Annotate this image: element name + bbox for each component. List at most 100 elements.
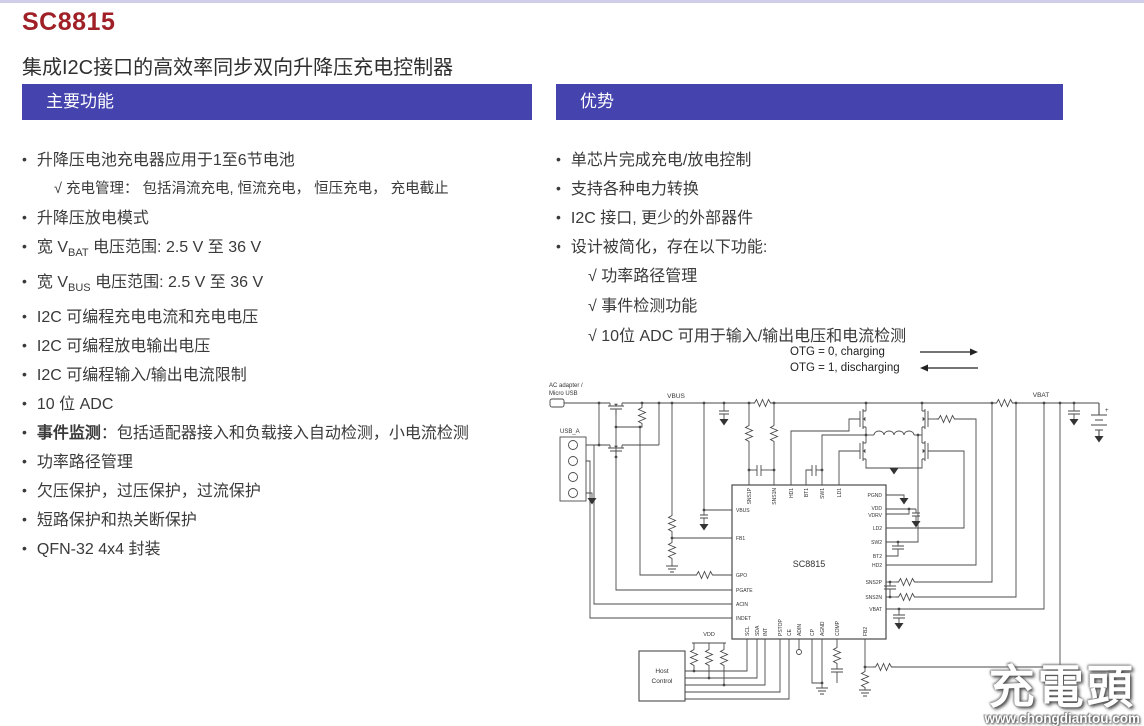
junction-dot bbox=[597, 443, 601, 447]
capacitor bbox=[700, 514, 708, 519]
resistor bbox=[860, 669, 870, 690]
feature-item: •升降压放电模式 bbox=[22, 204, 532, 233]
wire bbox=[886, 418, 977, 566]
ground-symbol bbox=[816, 687, 828, 695]
feature-item-text: I2C 可编程充电电流和充电电压 bbox=[36, 309, 259, 327]
ground-arrow bbox=[899, 498, 909, 505]
junction-dot bbox=[920, 401, 924, 405]
junction-dot bbox=[657, 401, 661, 405]
feature-item-text: 短路保护和热关断保护 bbox=[36, 512, 197, 530]
wire bbox=[586, 460, 732, 619]
bullet-icon: • bbox=[22, 482, 27, 499]
mosfet bbox=[863, 416, 866, 422]
usb-a-connector bbox=[559, 436, 587, 502]
junction-dot bbox=[1042, 401, 1046, 405]
features-panel: 主要功能 •升降压电池充电器应用于1至6节电池√ 充电管理： 包括涓流充电, 恒… bbox=[22, 84, 532, 564]
ground-symbol bbox=[666, 565, 678, 573]
pin-label: VBUS bbox=[736, 508, 750, 514]
arrow-left-icon bbox=[920, 364, 978, 372]
test-point bbox=[796, 649, 802, 655]
resistor bbox=[704, 647, 714, 668]
wire bbox=[685, 639, 748, 672]
wire bbox=[886, 450, 965, 529]
feature-item-text: I2C 可编程输入/输出电流限制 bbox=[36, 367, 247, 385]
junction-dot bbox=[820, 681, 824, 685]
wire bbox=[865, 463, 923, 469]
bullet-icon: • bbox=[22, 151, 27, 167]
feature-item-text: 宽 VBAT 电压范围: 2.5 V 至 36 V bbox=[36, 239, 262, 260]
wire bbox=[805, 469, 812, 485]
junction-dot bbox=[907, 507, 911, 511]
chip-outline bbox=[731, 484, 887, 640]
junction-dot bbox=[692, 669, 696, 673]
pin-label: PGATE bbox=[736, 588, 753, 594]
capacitor bbox=[1068, 410, 1080, 415]
junction-dot bbox=[864, 401, 868, 405]
feature-item: • 事件监测：包括适配器接入和负载接入自动检测，小电流检测 bbox=[22, 419, 532, 448]
junction-dot bbox=[896, 540, 900, 544]
junction-dot bbox=[702, 508, 706, 512]
chip-name-label: SC8815 bbox=[793, 559, 826, 569]
wire bbox=[685, 639, 790, 700]
junction-dot bbox=[916, 433, 920, 437]
wire bbox=[811, 639, 822, 684]
advantage-item-text: 支持各种电力转换 bbox=[570, 181, 699, 198]
mosfet bbox=[863, 448, 866, 454]
pin-label: INT bbox=[763, 628, 769, 636]
wire bbox=[639, 427, 694, 576]
junction-dot bbox=[772, 468, 776, 472]
wire bbox=[685, 639, 781, 693]
feature-item-text: 升降压电池充电器应用于1至6节电池 bbox=[36, 152, 295, 169]
features-header-bar: 主要功能 bbox=[22, 84, 532, 120]
advantages-panel: 优势 •单芯片完成充电/放电控制•支持各种电力转换•I2C 接口, 更少的外部器… bbox=[556, 84, 1063, 352]
usb-pin bbox=[568, 488, 578, 498]
battery bbox=[1091, 403, 1107, 436]
pin-label: LD2 bbox=[873, 526, 882, 532]
wire bbox=[685, 639, 758, 679]
pin-label: ACIN bbox=[736, 602, 748, 608]
pin-label: VDD bbox=[871, 506, 882, 512]
feature-item-text: 功率路径管理 bbox=[36, 454, 133, 472]
capacitor bbox=[893, 614, 905, 619]
junction-dot bbox=[707, 676, 711, 680]
junction-dot bbox=[614, 425, 618, 429]
advantage-item: •支持各种电力转换 bbox=[556, 175, 1063, 204]
advantages-list: •单芯片完成充电/放电控制•支持各种电力转换•I2C 接口, 更少的外部器件•设… bbox=[556, 146, 1063, 352]
mosfet bbox=[921, 407, 929, 431]
capacitor bbox=[892, 545, 904, 550]
wire bbox=[593, 445, 732, 605]
watermark-logo: 充電頭 bbox=[988, 660, 1136, 713]
pin-label: HD2 bbox=[872, 563, 882, 569]
wire bbox=[886, 403, 1045, 610]
mosfet bbox=[922, 416, 925, 422]
adapter-plug-icon bbox=[549, 398, 565, 408]
pin-label: SNS1P bbox=[747, 487, 753, 504]
pin-label: PGND bbox=[868, 493, 883, 499]
feature-item-text: 升降压放电模式 bbox=[36, 210, 149, 227]
battery-plus-label: + bbox=[1105, 408, 1109, 414]
bullet-icon: • bbox=[22, 424, 27, 441]
mosfet bbox=[614, 445, 618, 448]
ac-adapter-label: Micro USB bbox=[549, 391, 578, 397]
host-control-label: Host bbox=[655, 668, 669, 675]
usb-a-label: USB_A bbox=[560, 429, 580, 435]
pin-label: HD1 bbox=[789, 488, 795, 498]
feature-item-text: 事件监测：包括适配器接入和负载接入自动检测，小电流检测 bbox=[36, 425, 469, 443]
advantages-header-bar: 优势 bbox=[556, 84, 1063, 120]
wire bbox=[916, 403, 993, 583]
junction-dot bbox=[747, 401, 751, 405]
bullet-icon: • bbox=[22, 308, 27, 325]
junction-dot bbox=[702, 401, 706, 405]
advantage-item-text: 设计被简化，存在以下功能: bbox=[570, 239, 768, 256]
pin-label: AGND bbox=[820, 621, 826, 636]
mosfet bbox=[614, 403, 618, 406]
feature-item: •短路保护和热关断保护 bbox=[22, 506, 532, 535]
pin-label: FB2 bbox=[863, 627, 869, 636]
feature-item-text: QFN-32 4x4 封装 bbox=[36, 541, 161, 559]
bullet-icon: • bbox=[22, 273, 27, 290]
vbus-label: VBUS bbox=[667, 393, 685, 400]
arrow-right-icon bbox=[920, 348, 978, 356]
junction-dot bbox=[820, 468, 824, 472]
usb-pin bbox=[568, 456, 578, 466]
